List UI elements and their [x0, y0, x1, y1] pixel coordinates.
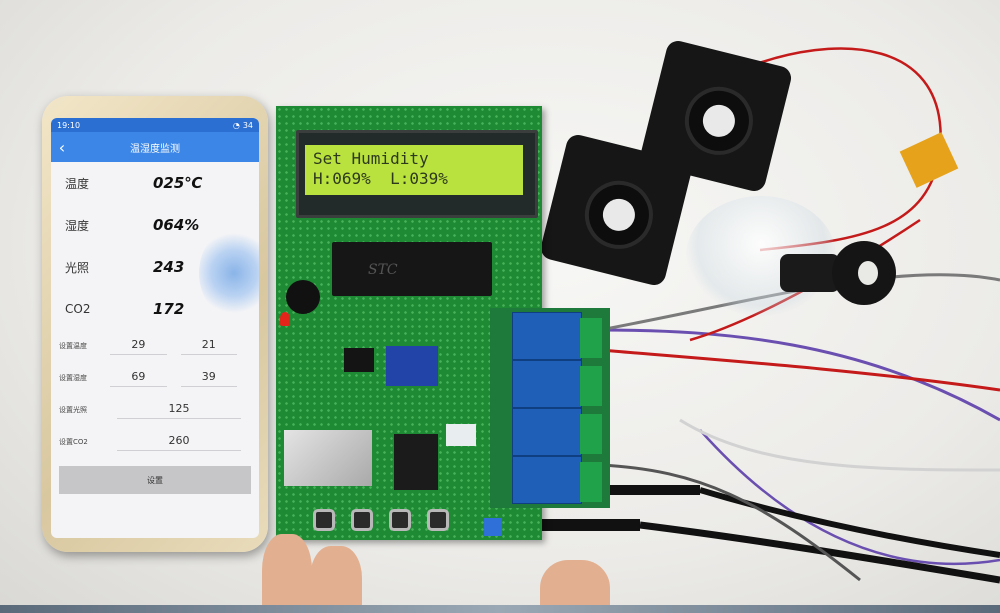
setting-row-co2: 设置CO2 260 — [51, 426, 259, 458]
video-progress-bar — [0, 605, 1000, 613]
smartphone: 19:10 ◔ 34 ‹ 温湿度监测 温度 025℃ 湿度 064% 光照 — [42, 96, 268, 552]
fan-label — [699, 101, 739, 141]
reading-value: 172 — [153, 300, 185, 318]
chip-brand: STC — [368, 262, 398, 278]
finger — [540, 560, 610, 613]
reading-label: CO2 — [65, 302, 91, 316]
relay — [512, 312, 582, 360]
setting-row-temperature: 设置温度 29 21 — [51, 330, 259, 362]
reading-label: 湿度 — [65, 218, 90, 233]
reading-row-light: 光照 243 — [51, 246, 259, 288]
push-button[interactable] — [392, 512, 408, 528]
humidity-sensor — [446, 424, 476, 446]
setting-label: 设置CO2 — [59, 438, 88, 446]
lcd-display: Set Humidity H:069% L:039% — [296, 130, 538, 218]
buzzer-speaker — [780, 241, 896, 305]
page-title: 温湿度监测 — [130, 143, 180, 155]
microcontroller-chip: STC — [332, 242, 492, 296]
setting-row-light: 设置光照 125 — [51, 394, 259, 426]
finger — [310, 546, 362, 613]
power-switch[interactable] — [484, 518, 502, 536]
reading-label: 光照 — [65, 260, 90, 275]
battery-level: 34 — [242, 120, 253, 130]
sd-card-slot — [284, 430, 372, 486]
eeprom-chip — [344, 348, 374, 372]
status-bar: 19:10 ◔ 34 — [51, 118, 259, 132]
lcd-line-1: Set Humidity — [313, 149, 429, 168]
reading-row-temperature: 温度 025℃ — [51, 162, 259, 204]
sensor-module — [386, 346, 438, 386]
reading-value: 064% — [153, 216, 200, 234]
app-header: ‹ 温湿度监测 — [51, 132, 259, 162]
terminal-block — [580, 414, 602, 454]
push-button[interactable] — [316, 512, 332, 528]
reading-row-humidity: 湿度 064% — [51, 204, 259, 246]
relay — [512, 456, 582, 504]
humidity-upper-input[interactable]: 69 — [110, 370, 167, 387]
light-threshold-input[interactable]: 125 — [117, 402, 241, 419]
temperature-lower-input[interactable]: 21 — [180, 338, 238, 355]
reading-label: 温度 — [65, 176, 90, 191]
push-button[interactable] — [430, 512, 446, 528]
humidity-lower-input[interactable]: 39 — [180, 370, 238, 387]
reading-value: 025℃ — [153, 174, 203, 192]
set-button[interactable]: 设置 — [59, 466, 251, 494]
finger — [262, 534, 312, 613]
wifi-icon: ◔ — [232, 120, 240, 130]
background-decoration — [199, 228, 259, 318]
red-led — [280, 312, 290, 326]
co2-threshold-input[interactable]: 260 — [117, 434, 241, 451]
fan-hub — [677, 79, 761, 163]
temperature-upper-input[interactable]: 29 — [110, 338, 167, 355]
terminal-block — [580, 366, 602, 406]
setting-label: 设置温度 — [59, 342, 87, 350]
setting-row-humidity: 设置湿度 69 39 — [51, 362, 259, 394]
fan-hub — [577, 173, 661, 257]
back-arrow-icon[interactable]: ‹ — [58, 137, 66, 157]
relay — [512, 360, 582, 408]
terminal-block — [580, 318, 602, 358]
reading-row-co2: CO2 172 — [51, 288, 259, 330]
setting-label: 设置光照 — [59, 406, 87, 414]
reading-value: 243 — [153, 258, 185, 276]
push-button[interactable] — [354, 512, 370, 528]
setting-label: 设置湿度 — [59, 374, 87, 382]
phone-screen: 19:10 ◔ 34 ‹ 温湿度监测 温度 025℃ 湿度 064% 光照 — [51, 118, 259, 538]
wifi-module — [394, 434, 438, 490]
board-buzzer — [286, 280, 320, 314]
lcd-line-2: H:069% L:039% — [313, 169, 448, 188]
fan-label — [599, 195, 639, 235]
relay — [512, 408, 582, 456]
status-time: 19:10 — [57, 120, 81, 130]
terminal-block — [580, 462, 602, 502]
